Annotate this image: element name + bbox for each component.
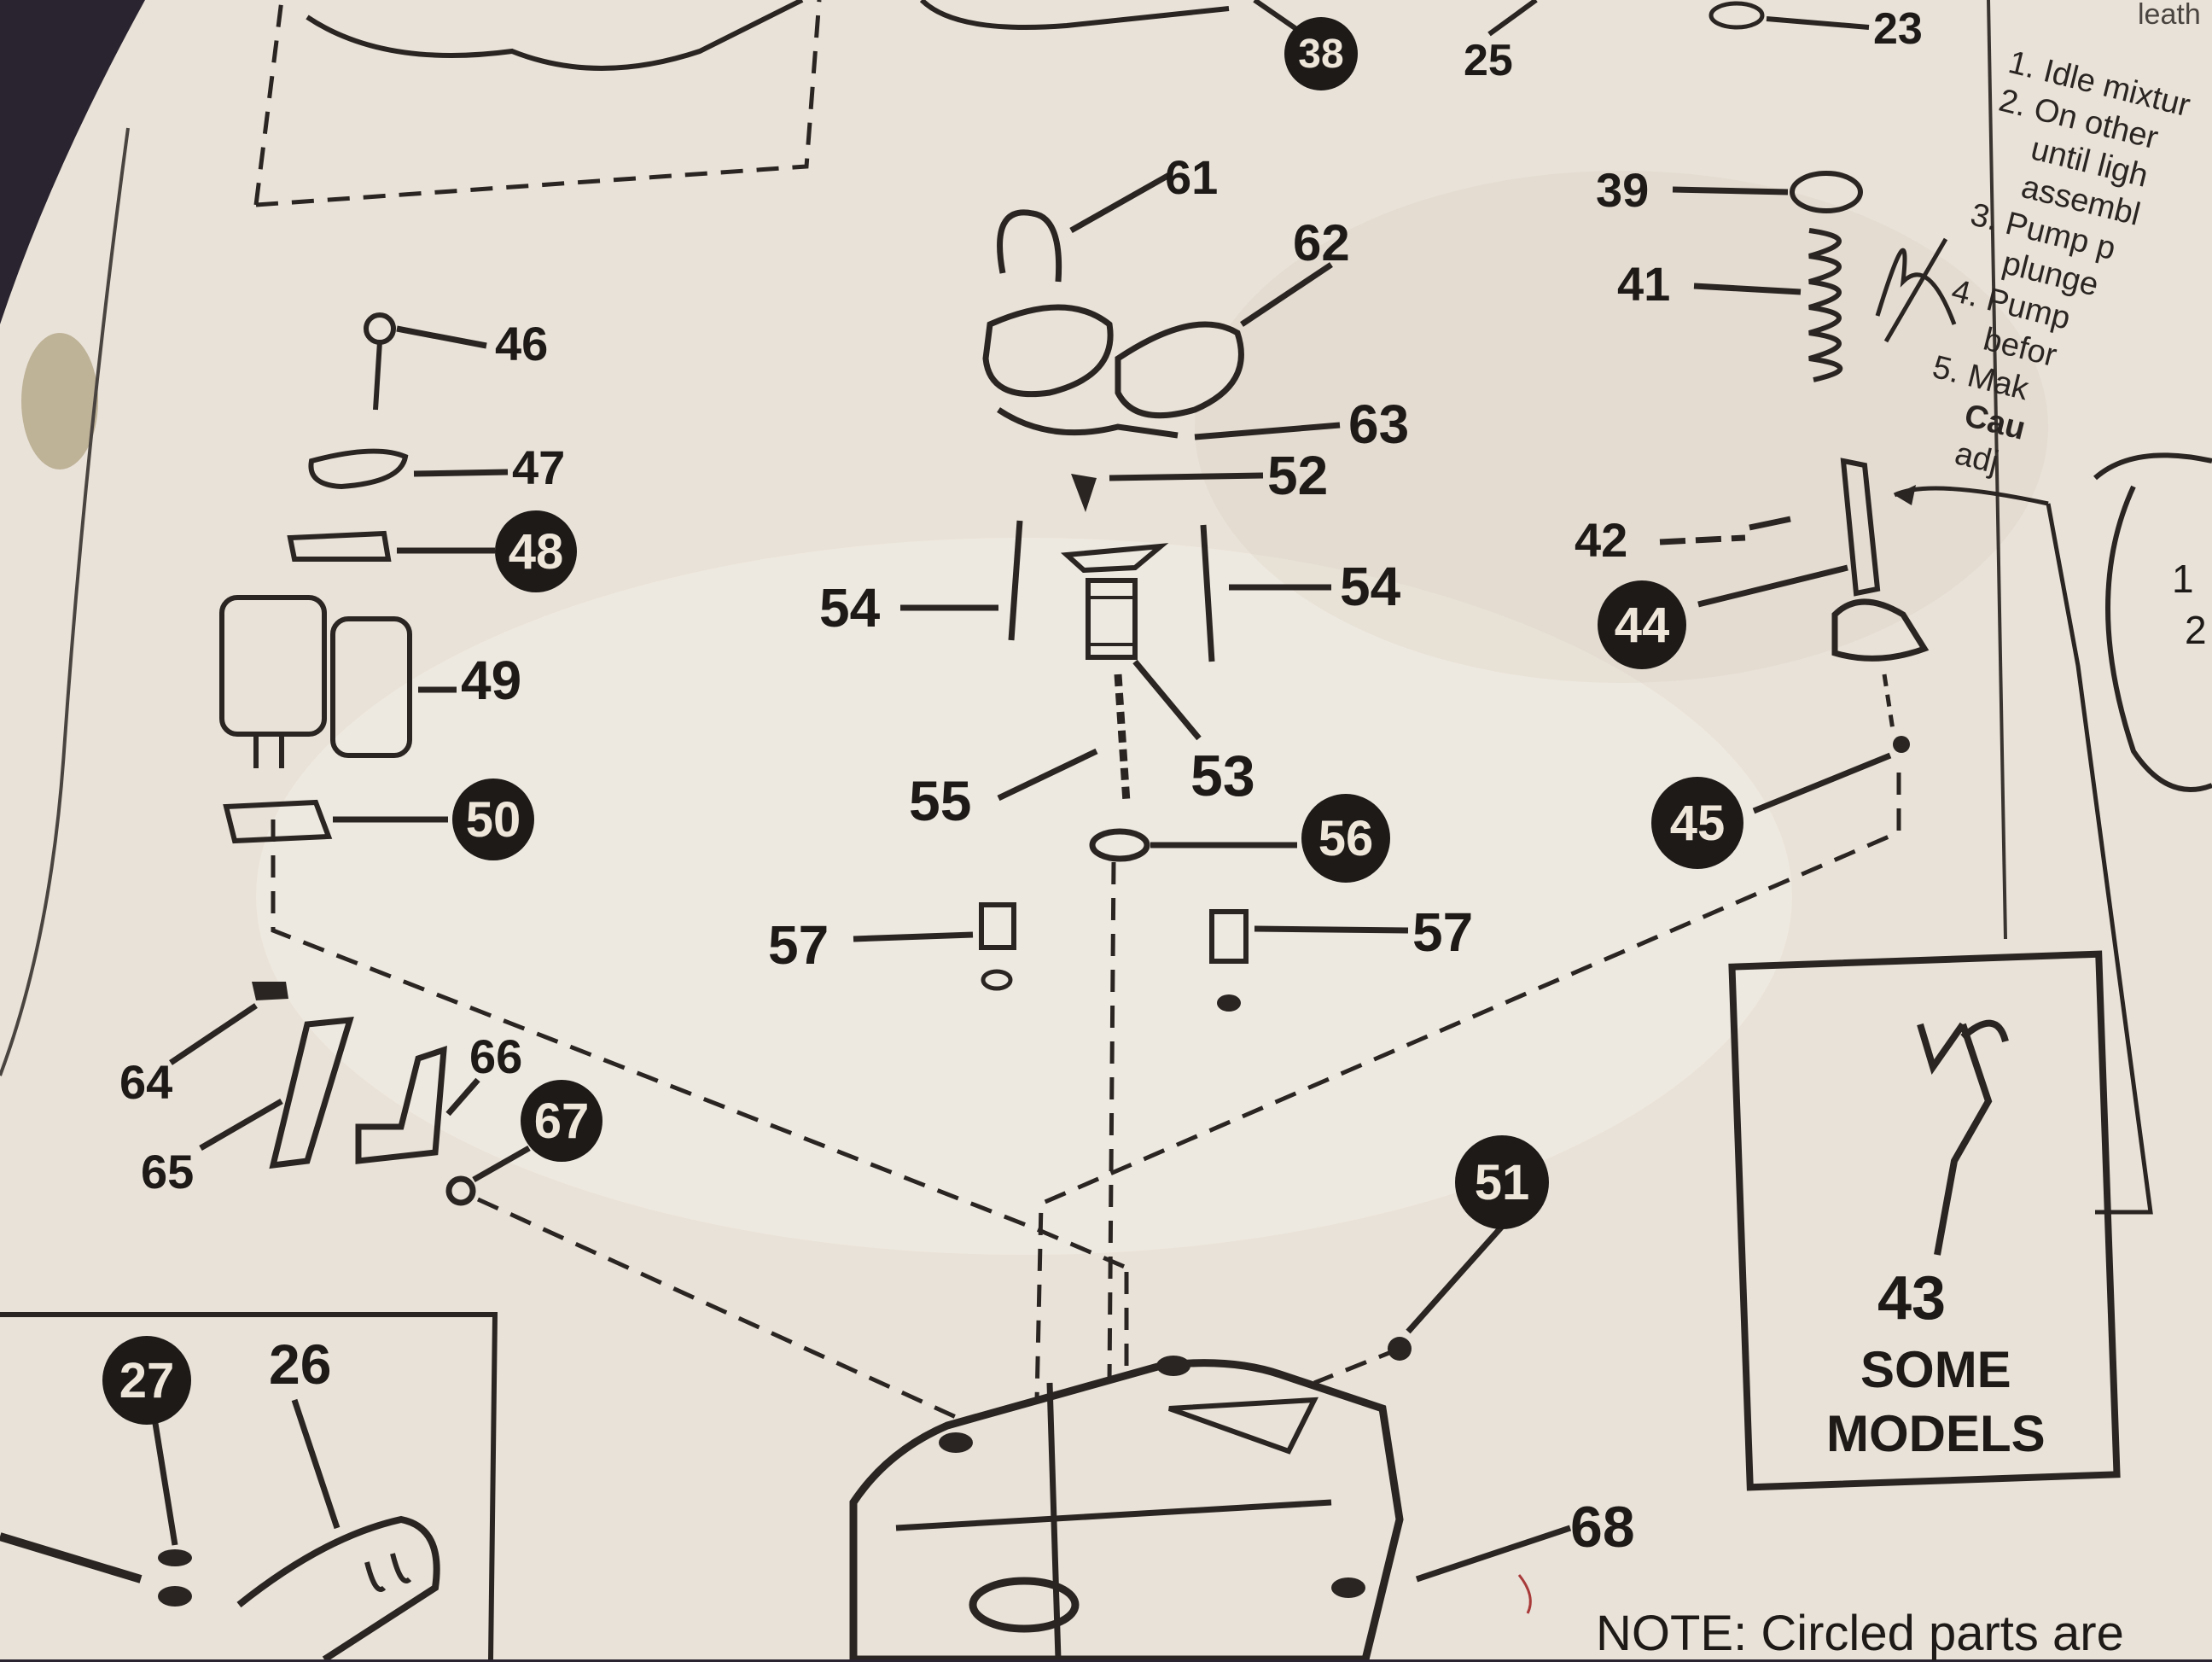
part-label-66: 66: [469, 1029, 523, 1083]
part-label-52: 52: [1267, 445, 1329, 506]
part-label-57-left: 57: [768, 914, 830, 976]
some-models-line2: MODELS: [1826, 1405, 2046, 1462]
circled-label-38: 38: [1284, 17, 1358, 90]
part-label-62: 62: [1293, 214, 1350, 271]
circled-label-67: 67: [521, 1080, 602, 1162]
circled-label-50: 50: [452, 779, 534, 860]
part-label-54-left: 54: [819, 577, 881, 639]
part-label-57-right: 57: [1412, 901, 1474, 963]
circled-label-56: 56: [1301, 794, 1390, 883]
bottom-note: NOTE: Circled parts are: [1596, 1606, 2124, 1661]
circled-label-51: 51: [1455, 1135, 1549, 1229]
part-label-47: 47: [512, 440, 566, 494]
part-label-41: 41: [1617, 257, 1671, 311]
part-label-65: 65: [141, 1145, 195, 1198]
part-label-63: 63: [1348, 394, 1410, 455]
part-label-61: 61: [1165, 150, 1219, 204]
part-label-39: 39: [1596, 163, 1650, 217]
corner-text: leath: [2138, 0, 2201, 31]
part-label-54-right: 54: [1340, 556, 1401, 617]
circled-label-48: 48: [495, 510, 577, 592]
side-list-item-1: 1: [2172, 557, 2194, 601]
part-label-49: 49: [461, 650, 522, 711]
part-label-64: 64: [119, 1055, 173, 1109]
side-list-item-2: 2: [2185, 608, 2207, 652]
part-label-42: 42: [1575, 513, 1628, 567]
part-label-53: 53: [1190, 744, 1255, 808]
some-models-line1: SOME: [1860, 1341, 2011, 1398]
part-label-25: 25: [1464, 36, 1513, 85]
circled-label-44: 44: [1598, 580, 1686, 669]
circled-label-27: 27: [102, 1336, 191, 1425]
carburetor-body: [849, 1356, 1572, 1659]
circled-label-45: 45: [1651, 777, 1743, 869]
part-label-68: 68: [1570, 1495, 1635, 1560]
part-label-46: 46: [495, 317, 549, 370]
part-label-43: 43: [1877, 1264, 1947, 1333]
part-label-23: 23: [1873, 4, 1923, 54]
part-label-26: 26: [269, 1333, 332, 1396]
part-label-55: 55: [909, 769, 972, 832]
